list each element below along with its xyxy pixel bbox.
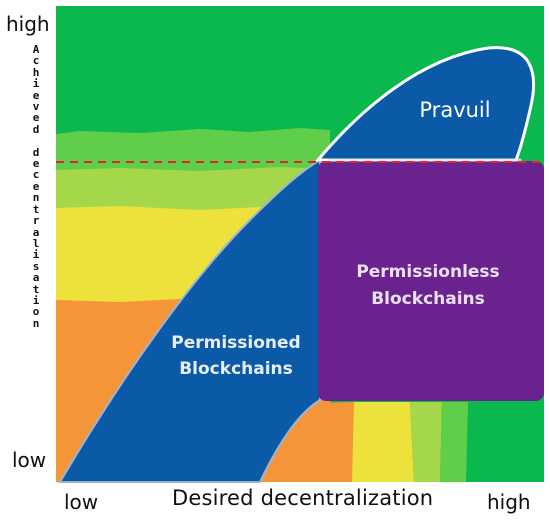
bg-band-green-light	[56, 167, 330, 216]
pravuil-label: Pravuil	[419, 98, 490, 122]
permissioned-label-line1: Permissioned	[171, 333, 300, 353]
permissionless-label-line2: Blockchains	[371, 289, 485, 309]
permissionless-region	[318, 161, 544, 401]
x-axis-high-label: high	[487, 490, 531, 514]
y-axis-high-label: high	[6, 12, 50, 36]
bg-band-green-light-bottom	[410, 402, 442, 482]
y-axis-low-label: low	[12, 448, 47, 472]
permissioned-label-line2: Blockchains	[179, 359, 293, 379]
x-axis-title: Desired decentralization	[172, 486, 434, 510]
permissioned-region	[58, 158, 321, 483]
permissionless-label-line1: Permissionless	[356, 262, 499, 282]
x-axis-low-label: low	[64, 490, 99, 514]
pravuil-region	[314, 46, 535, 162]
y-axis-title: A c h i e v e d d e c e n t r a l i s a …	[32, 43, 40, 330]
bg-band-green-mid-bottom	[440, 402, 468, 482]
bg-band-yellow-bottom	[352, 402, 414, 482]
